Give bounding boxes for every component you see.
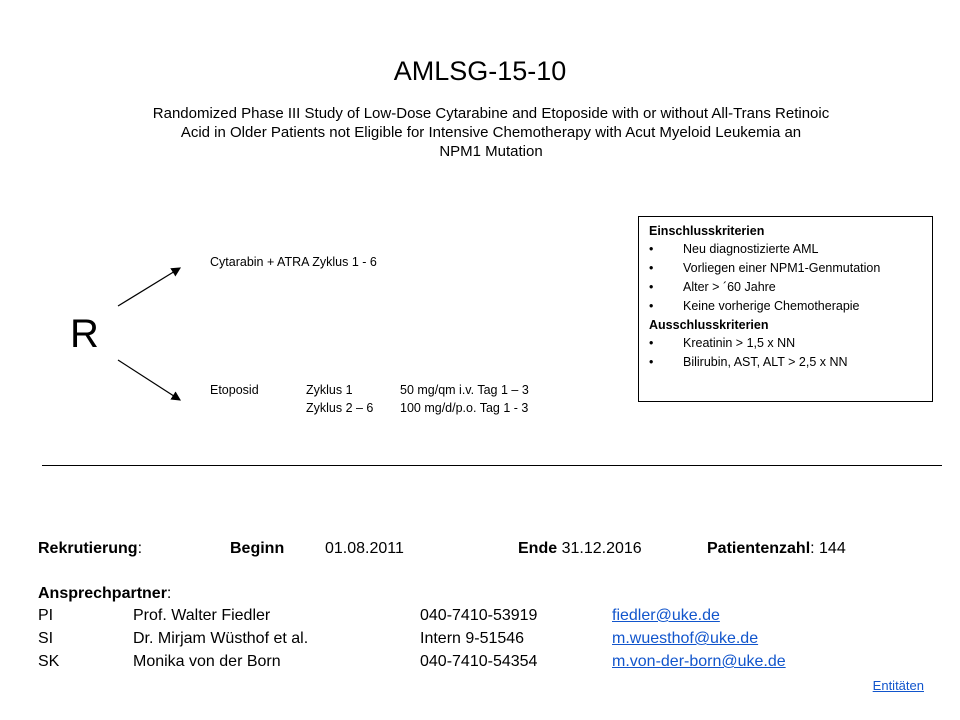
subtitle-line: NPM1 Mutation xyxy=(439,143,543,160)
contacts-heading: Ansprechpartner: xyxy=(38,585,172,602)
arm-2-table: Etoposid Zyklus 1 50 mg/qm i.v. Tag 1 – … xyxy=(210,382,533,418)
inclusion-item: Vorliegen einer NPM1-Genmutation xyxy=(649,261,924,276)
arm-2-cycle: Zyklus 2 – 6 xyxy=(306,401,374,415)
patients-value: 144 xyxy=(819,540,846,557)
subtitle-line: Acid in Older Patients not Eligible for … xyxy=(180,124,802,141)
divider xyxy=(42,465,942,466)
inclusion-item: Alter > ´60 Jahre xyxy=(649,280,924,295)
arm-2-cycle: Zyklus 1 xyxy=(306,383,353,397)
recruitment-label: Rekrutierung: xyxy=(38,540,143,557)
inclusion-list: Neu diagnostizierte AML Vorliegen einer … xyxy=(649,242,924,314)
contact-phone: 040-7410-54354 xyxy=(420,653,538,670)
contact-role: SI xyxy=(38,630,54,647)
begin-label: Beginn xyxy=(230,540,285,557)
arm-2-dose: 50 mg/qm i.v. Tag 1 – 3 xyxy=(400,383,529,397)
inclusion-item: Keine vorherige Chemotherapie xyxy=(649,299,924,314)
arm-2-dose: 100 mg/d/p.o. Tag 1 - 3 xyxy=(400,401,529,415)
contact-name: Prof. Walter Fiedler xyxy=(133,607,271,624)
exclusion-item: Bilirubin, AST, ALT > 2,5 x NN xyxy=(649,355,924,370)
page-title: AMLSG-15-10 xyxy=(393,56,567,86)
contact-name: Dr. Mirjam Wüsthof et al. xyxy=(133,630,309,647)
arm-2-row: Zyklus 2 – 6 100 mg/d/p.o. Tag 1 - 3 xyxy=(210,400,533,418)
contact-name: Monika von der Born xyxy=(133,653,281,670)
patients-field: Patientenzahl: 144 xyxy=(707,540,846,557)
contact-phone: 040-7410-53919 xyxy=(420,607,538,624)
arm-2-drug: Etoposid xyxy=(210,383,259,397)
inclusion-item: Neu diagnostizierte AML xyxy=(649,242,924,257)
arm-1-label: Cytarabin + ATRA Zyklus 1 - 6 xyxy=(210,255,377,269)
arrow-down xyxy=(117,359,182,401)
contact-email-link[interactable]: m.wuesthof@uke.de xyxy=(612,630,759,647)
arrow-up xyxy=(117,267,182,307)
arm-2-row: Etoposid Zyklus 1 50 mg/qm i.v. Tag 1 – … xyxy=(210,382,533,400)
arm-2-empty xyxy=(210,400,306,418)
randomization-letter: R xyxy=(70,312,99,356)
end-field: Ende 31.12.2016 xyxy=(518,540,642,557)
study-subtitle: Randomized Phase III Study of Low-Dose C… xyxy=(66,104,916,161)
criteria-box: Einschlusskriterien Neu diagnostizierte … xyxy=(638,216,933,402)
exclusion-heading: Ausschlusskriterien xyxy=(649,318,769,332)
contact-email-link[interactable]: m.von-der-born@uke.de xyxy=(612,653,786,670)
end-value: 31.12.2016 xyxy=(561,540,642,557)
inclusion-heading: Einschlusskriterien xyxy=(649,224,765,238)
randomization-arrows xyxy=(117,267,182,401)
subtitle-line: Randomized Phase III Study of Low-Dose C… xyxy=(152,105,830,122)
contact-role: PI xyxy=(38,607,54,624)
exclusion-item: Kreatinin > 1,5 x NN xyxy=(649,336,924,351)
entitaten-link[interactable]: Entitäten xyxy=(872,678,924,693)
contact-role: SK xyxy=(38,653,60,670)
contact-email-link[interactable]: fiedler@uke.de xyxy=(612,607,720,624)
exclusion-list: Kreatinin > 1,5 x NN Bilirubin, AST, ALT… xyxy=(649,336,924,370)
contact-phone: Intern 9-51546 xyxy=(420,630,525,647)
begin-value: 01.08.2011 xyxy=(325,540,404,557)
